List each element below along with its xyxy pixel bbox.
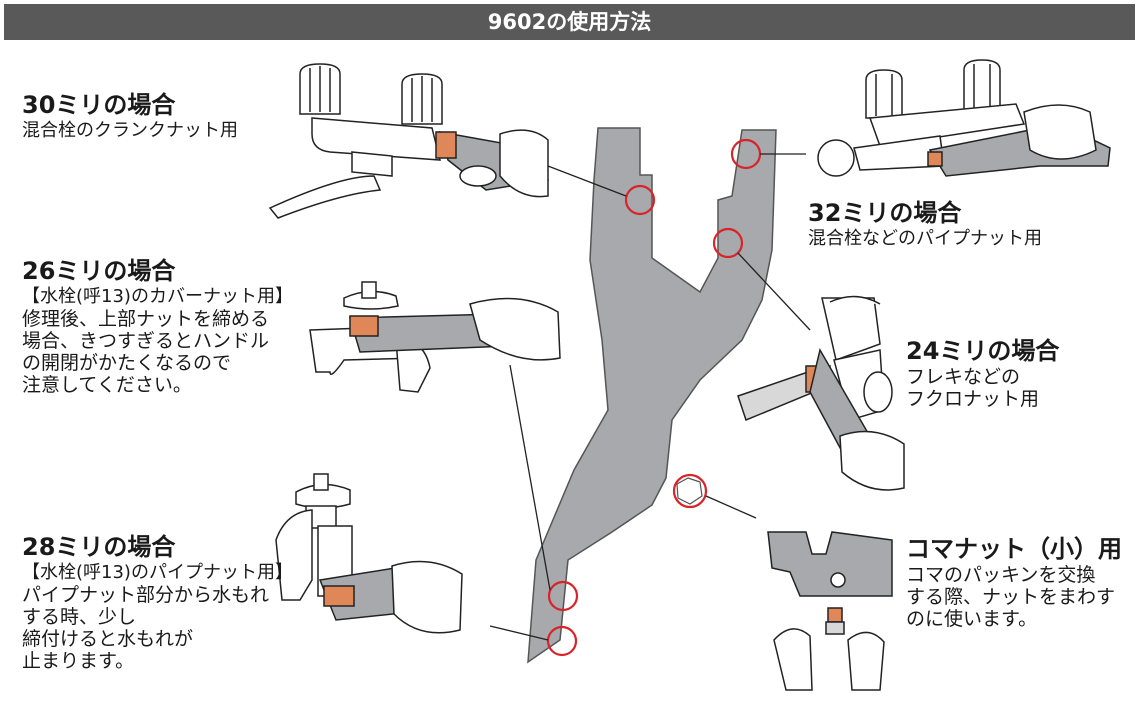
section-24mm: 24ミリの場合 フレキなどの フクロナット用 xyxy=(906,336,1059,410)
section-28mm: 28ミリの場合 【水栓(呼13)のパイプナット用】 パイプナット部分から水もれ … xyxy=(22,532,293,672)
illustration-koma xyxy=(767,531,893,691)
section-30mm: 30ミリの場合 混合栓のクランクナット用 xyxy=(22,90,238,142)
illustration-28mm xyxy=(275,473,463,634)
marker-koma xyxy=(672,473,708,509)
section-28mm-title: 28ミリの場合 xyxy=(22,533,176,561)
section-26mm-note: 【水栓(呼13)のカバーナット用】 xyxy=(22,286,293,307)
marker-28mm xyxy=(546,625,578,657)
leader-lines xyxy=(489,153,811,641)
section-32mm-desc: 混合栓などのパイプナット用 xyxy=(808,228,1042,249)
illustration-24mm xyxy=(737,295,905,491)
section-koma-title: コマナット（小）用 xyxy=(906,535,1122,563)
section-koma: コマナット（小）用 コマのパッキンを交換 する際、ナットをまわす のに使います。 xyxy=(906,534,1122,630)
page-title: 9602の使用方法 xyxy=(487,10,652,34)
section-24mm-title: 24ミリの場合 xyxy=(906,337,1060,365)
section-26mm-desc: 修理後、上部ナットを締める 場合、きつすぎるとハンドル の開閉がかたくなるので … xyxy=(22,308,270,396)
section-32mm: 32ミリの場合 混合栓などのパイプナット用 xyxy=(808,198,1042,250)
marker-24mm xyxy=(712,227,744,259)
section-32mm-title: 32ミリの場合 xyxy=(808,199,962,227)
section-30mm-desc: 混合栓のクランクナット用 xyxy=(22,120,238,141)
section-26mm-title: 26ミリの場合 xyxy=(22,257,176,285)
illustration-26mm xyxy=(309,281,561,393)
section-koma-desc: コマのパッキンを交換 する際、ナットをまわす のに使います。 xyxy=(906,564,1116,630)
section-24mm-desc: フレキなどの フクロナット用 xyxy=(906,366,1040,410)
illustration-32mm xyxy=(817,59,1111,177)
section-30mm-title: 30ミリの場合 xyxy=(22,91,176,119)
marker-30mm xyxy=(624,184,656,216)
size-markers xyxy=(546,138,762,657)
wrench-9602 xyxy=(527,127,777,664)
section-28mm-note: 【水栓(呼13)のパイプナット用】 xyxy=(22,562,293,583)
illustration-30mm xyxy=(268,63,549,219)
section-26mm: 26ミリの場合 【水栓(呼13)のカバーナット用】 修理後、上部ナットを締める … xyxy=(22,256,293,396)
page-header: 9602の使用方法 xyxy=(4,4,1135,40)
section-28mm-desc: パイプナット部分から水もれ する時、少し 締付けると水もれが 止まります。 xyxy=(22,584,270,672)
marker-26mm xyxy=(547,580,579,612)
